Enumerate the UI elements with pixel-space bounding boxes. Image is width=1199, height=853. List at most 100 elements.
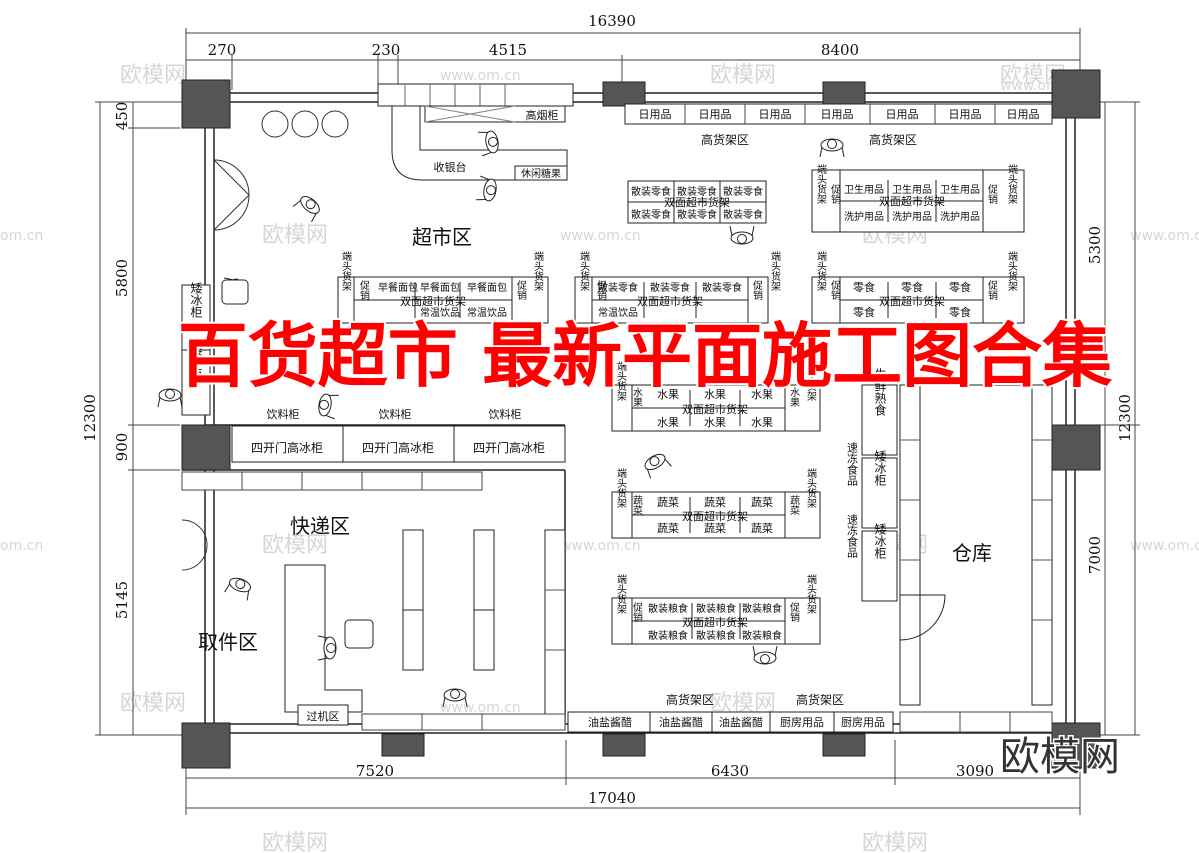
shelf-label: 双面超市货架 bbox=[682, 509, 748, 523]
person-icon bbox=[641, 450, 672, 479]
shelf-label: 散装零食 bbox=[598, 281, 638, 294]
shelf-label: 散装粮食 bbox=[648, 629, 688, 642]
shelf-label: 常温饮品 bbox=[467, 306, 507, 319]
promotion-label: 促销 bbox=[631, 601, 643, 623]
dim-label: 5145 bbox=[113, 581, 131, 619]
dim-label: 16390 bbox=[588, 12, 636, 30]
shelf-label: 蔬菜 bbox=[704, 522, 726, 535]
promotion-label: 促销 bbox=[829, 279, 841, 301]
end-shelf-label: 端头货架 bbox=[815, 163, 827, 205]
cigarette-cabinet-label: 高烟柜 bbox=[526, 108, 559, 122]
area-label: 高货架区 bbox=[701, 132, 749, 147]
shelf-label: 零食 bbox=[901, 280, 923, 294]
end-shelf-label: 端头货架 bbox=[1006, 163, 1018, 205]
dim-label: 450 bbox=[113, 102, 131, 131]
watermark-text: 欧模网 bbox=[862, 831, 928, 853]
shelf-label: 零食 bbox=[853, 305, 875, 319]
dim-label: 7000 bbox=[1086, 536, 1104, 574]
end-shelf-label: 端头货架 bbox=[1006, 250, 1018, 292]
shelf-label: 卫生用品 bbox=[892, 183, 932, 196]
freezer-label: 矮冰柜 bbox=[873, 523, 887, 559]
shelf-label: 洗护用品 bbox=[892, 210, 932, 223]
person-icon bbox=[292, 192, 324, 223]
watermark-text: 欧模网 bbox=[120, 63, 186, 88]
shelf-label: 水果 bbox=[657, 388, 679, 401]
shelf-label: 水果 bbox=[657, 416, 679, 429]
shelf-label: 双面超市货架 bbox=[879, 294, 945, 308]
shelf-label: 日用品 bbox=[1007, 108, 1040, 121]
end-shelf-label: 端头货架 bbox=[769, 250, 781, 292]
shelf-label: 蔬菜 bbox=[788, 495, 800, 516]
shelf-label: 散装零食 bbox=[677, 208, 717, 221]
end-shelf-label: 端头货架 bbox=[578, 250, 590, 292]
beverage-label: 饮料柜 bbox=[489, 407, 522, 421]
shelf-label: 常温饮品 bbox=[598, 306, 638, 319]
shelf-label: 油盐酱醋 bbox=[588, 715, 632, 729]
shelf-label: 蔬菜 bbox=[631, 495, 643, 516]
dim-label: 4515 bbox=[489, 41, 527, 59]
shelf-label: 蔬菜 bbox=[657, 496, 679, 509]
shelf-label: 蔬菜 bbox=[657, 522, 679, 535]
shelf-label: 散装零食 bbox=[723, 185, 763, 198]
dim-label: 270 bbox=[208, 41, 237, 59]
shelf-fruit: 水果 水果 水果 双面超市货架 水果 水果 水果 水果 水果 端头货架 端头货架 bbox=[611, 360, 821, 432]
shelf-label: 水果 bbox=[631, 387, 643, 408]
cashier-label: 收银台 bbox=[434, 160, 467, 174]
watermark-text: www.om.cn bbox=[1130, 228, 1199, 244]
shelf-label: 水果 bbox=[751, 416, 773, 429]
shelf-label: 散装零食 bbox=[702, 281, 742, 294]
watermark-text: 欧模网 bbox=[262, 223, 328, 248]
zone-pickup: 取件区 bbox=[198, 630, 258, 654]
freezer-label: 矮冰柜 bbox=[189, 282, 203, 318]
fridge-label: 四开门高冰柜 bbox=[473, 440, 545, 455]
end-shelf-label: 端头货架 bbox=[615, 360, 627, 402]
shelf-label: 散装粮食 bbox=[696, 602, 736, 615]
shelf-label: 散装零食 bbox=[677, 185, 717, 198]
shelf-label: 散装粮食 bbox=[742, 629, 782, 642]
promotion-label: 促销 bbox=[751, 279, 763, 301]
area-label: 高货架区 bbox=[869, 132, 917, 147]
shelf-label: 水果 bbox=[788, 387, 800, 408]
daily-goods-shelf: 日用品 日用品 日用品 日用品 日用品 日用品 日用品 高货架区 高货架区 bbox=[624, 103, 1053, 147]
shelf-label: 散装零食 bbox=[631, 185, 671, 198]
promotion-label: 促销 bbox=[829, 183, 841, 205]
end-shelf-label: 端头货架 bbox=[815, 250, 827, 292]
dim-label: 17040 bbox=[588, 789, 636, 807]
zone-express: 快递区 bbox=[290, 514, 350, 538]
dim-label: 7520 bbox=[356, 762, 394, 780]
person-icon bbox=[729, 225, 755, 245]
zone-supermarket: 超市区 bbox=[412, 225, 472, 249]
cashier-area: 高烟柜 收银台 休闲糖果 bbox=[261, 83, 574, 181]
shelf-breakfast: 早餐面包 早餐面包 早餐面包 双面超市货架 常温饮品 常温饮品 促销 促销 端头… bbox=[337, 250, 549, 324]
watermark-text: 欧模网 bbox=[262, 533, 328, 558]
promotion-label: 促销 bbox=[515, 279, 527, 301]
dimension-labels: 16390 270 230 4515 8400 450 5800 900 514… bbox=[81, 12, 1134, 807]
shelf-bulk-snacks-middle: 散装零食 散装零食 散装零食 双面超市货架 常温饮品 促销 促销 端头货架 端头… bbox=[574, 250, 781, 324]
shelf-label: 水果 bbox=[751, 388, 773, 401]
shelf-label: 双面超市货架 bbox=[664, 195, 730, 209]
shelf-label: 零食 bbox=[949, 280, 971, 294]
dim-label: 6430 bbox=[711, 762, 749, 780]
end-shelf-label: 端头货架 bbox=[805, 360, 817, 402]
shelf-label: 双面超市货架 bbox=[682, 402, 748, 416]
shelf-label: 双面超市货架 bbox=[682, 615, 748, 629]
shelf-label: 日用品 bbox=[949, 108, 982, 121]
shelf-label: 洗护用品 bbox=[940, 210, 980, 223]
shelf-label: 早餐面包 bbox=[420, 281, 460, 294]
shelf-label: 厨房用品 bbox=[841, 716, 885, 729]
frozen-food-label: 速冻食品 bbox=[846, 514, 859, 558]
end-shelf-label: 端头货架 bbox=[805, 573, 817, 615]
beverage-label: 饮料柜 bbox=[267, 407, 300, 421]
shelf-label: 水果 bbox=[704, 388, 726, 401]
end-shelf-label: 端头货架 bbox=[532, 250, 544, 292]
promotion-label: 促销 bbox=[358, 279, 370, 301]
watermark-text: www.om.cn bbox=[1130, 538, 1199, 554]
watermark-text: 欧模网 bbox=[120, 691, 186, 716]
dim-label: 230 bbox=[372, 41, 401, 59]
shelf-vegetables: 蔬菜 蔬菜 蔬菜 双面超市货架 蔬菜 蔬菜 蔬菜 蔬菜 蔬菜 端头货架 端头货架 bbox=[611, 467, 821, 539]
watermark-text: 欧模网 bbox=[262, 831, 328, 853]
freezer-label: 矮冰柜 bbox=[189, 344, 203, 380]
beverage-row: 饮料柜 饮料柜 饮料柜 四开门高冰柜 四开门高冰柜 四开门高冰柜 bbox=[181, 407, 566, 491]
watermark-text: www.om.cn bbox=[560, 538, 641, 554]
watermark-text: www.om.cn bbox=[440, 68, 521, 84]
